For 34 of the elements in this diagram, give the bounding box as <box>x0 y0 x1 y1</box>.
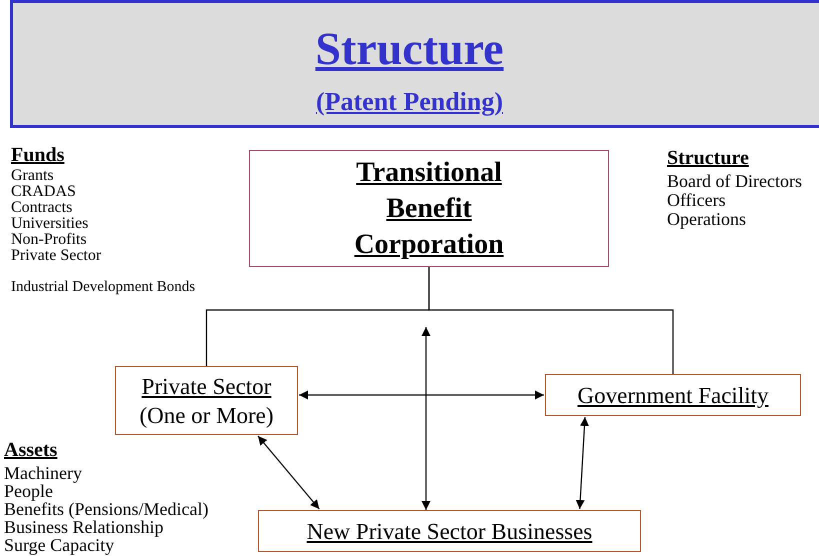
list-item: Business Relationship <box>4 518 164 536</box>
box-title: Private Sector <box>142 372 272 400</box>
box-title: Transitional Benefit Corporation <box>353 156 505 262</box>
entity-box <box>249 150 609 267</box>
list-heading: Structure <box>667 146 749 170</box>
box-subtitle: (One or More) <box>139 402 274 430</box>
list-item: Universities <box>11 216 88 232</box>
list-heading: Assets <box>4 438 58 462</box>
list-item: Non-Profits <box>11 232 87 248</box>
list-heading: Funds <box>11 143 64 167</box>
list-item: Industrial Development Bonds <box>11 278 196 296</box>
list-item: Board of Directors <box>667 172 802 190</box>
list-item: Grants <box>11 168 54 184</box>
double-arrow <box>422 327 430 510</box>
entity-box <box>115 366 298 435</box>
list-item: Surge Capacity <box>4 536 114 554</box>
double-arrow <box>258 436 320 510</box>
list-item: People <box>4 482 53 500</box>
list-item: Benefits (Pensions/Medical) <box>4 500 208 518</box>
box-title: Government Facility <box>578 382 768 410</box>
double-arrow <box>299 390 544 400</box>
list-item: Officers <box>667 191 726 209</box>
box-title: New Private Sector Businesses <box>306 518 592 546</box>
list-item: Private Sector <box>11 248 102 264</box>
entity-box <box>258 510 641 552</box>
list-item: Operations <box>667 210 746 228</box>
double-arrow <box>576 416 589 510</box>
subtitle: (Patent Pending) <box>314 86 504 118</box>
entity-box <box>545 374 801 416</box>
connector-line <box>428 267 674 374</box>
list-item: Contracts <box>11 200 72 216</box>
title: Structure <box>314 22 505 76</box>
list-item: CRADAS <box>11 184 76 200</box>
list-item: Machinery <box>4 464 82 482</box>
